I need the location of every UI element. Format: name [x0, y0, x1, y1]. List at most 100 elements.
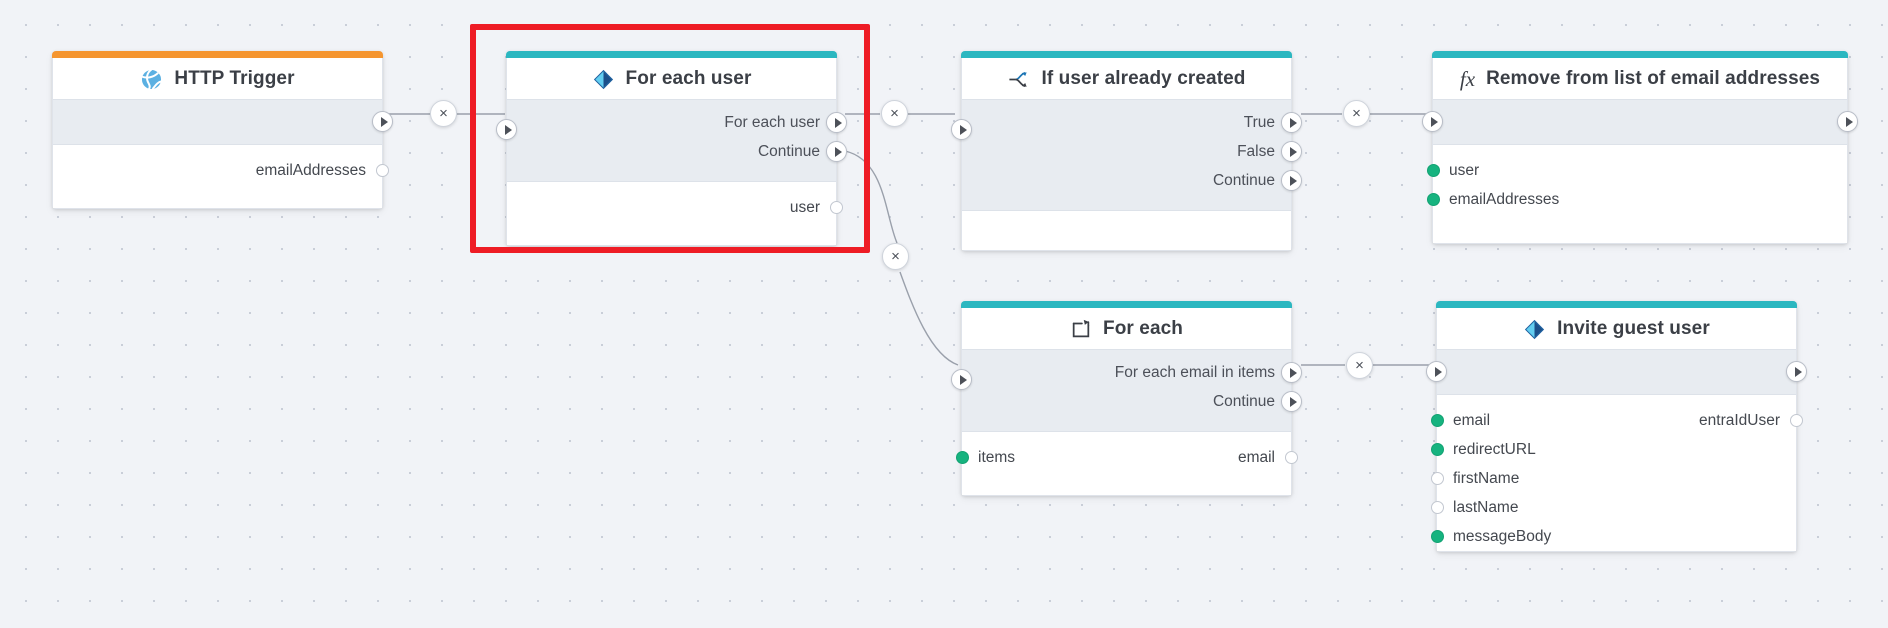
band-row[interactable]: True [962, 108, 1302, 137]
node-band-http-trigger [53, 99, 393, 145]
node-body-for-each: items email [955, 432, 1298, 495]
input-port-exec[interactable] [951, 369, 972, 390]
node-title: HTTP Trigger [174, 68, 295, 89]
body-row[interactable]: redirectURL [1430, 435, 1796, 464]
data-port-firstname[interactable] [1430, 472, 1444, 485]
node-band-remove-from-list [1422, 99, 1858, 145]
port-label: redirectURL [1453, 440, 1536, 458]
port-label: Continue [1212, 392, 1275, 410]
body-row[interactable]: email entraIdUser [1430, 406, 1803, 435]
port-label: items [978, 448, 1016, 466]
band-row[interactable]: Continue [507, 137, 847, 166]
node-body-for-each-user: user [507, 182, 843, 245]
band-row[interactable]: For each user [507, 108, 847, 137]
highlight-box-for-each-user [470, 24, 870, 253]
node-header-http-trigger: HTTP Trigger [53, 59, 382, 99]
data-port-items[interactable] [955, 451, 969, 464]
branch-icon [1007, 68, 1030, 91]
input-port-exec[interactable] [951, 119, 972, 140]
output-port-false[interactable] [1281, 141, 1302, 162]
data-port-user[interactable] [1426, 164, 1440, 177]
node-http-trigger[interactable]: HTTP Trigger emailAddresses [52, 51, 393, 209]
fx-icon: fx [1459, 66, 1476, 91]
node-accent-bar [1436, 301, 1797, 308]
band-row[interactable]: For each email in items [962, 358, 1302, 387]
node-body-remove-from-list: user emailAddresses [1426, 145, 1847, 243]
connector-delete-foreachuser-continue-to-foreach[interactable]: × [882, 243, 909, 270]
body-row[interactable]: user [507, 193, 843, 222]
port-label: user [1449, 161, 1480, 179]
data-port-email[interactable] [1284, 451, 1298, 464]
port-label: Continue [757, 142, 820, 160]
port-label: lastName [1453, 498, 1519, 516]
body-row[interactable]: lastName [1430, 493, 1796, 522]
port-label: firstName [1453, 469, 1520, 487]
body-row[interactable]: user [1426, 156, 1847, 185]
node-body-if-user-already-created [962, 211, 1291, 250]
output-port-for-each-email-in-items[interactable] [1281, 362, 1302, 383]
node-title: Remove from list of email addresses [1486, 68, 1821, 89]
diamond-icon [592, 68, 615, 91]
input-port-exec[interactable] [496, 119, 517, 140]
node-header-remove-from-list: fx Remove from list of email addresses [1433, 59, 1847, 99]
body-row[interactable]: emailAddresses [53, 156, 389, 185]
loop-icon [1070, 318, 1092, 340]
data-port-email[interactable] [1430, 414, 1444, 427]
node-header-for-each: For each [962, 309, 1291, 349]
connector-delete-foreach-to-invite[interactable]: × [1346, 352, 1373, 379]
connector-delete-http-to-foreachuser[interactable]: × [430, 100, 457, 127]
port-label: For each user [724, 113, 820, 131]
output-port-exec[interactable] [1786, 361, 1807, 382]
connector-delete-foreachuser-to-if[interactable]: × [881, 100, 908, 127]
node-header-if-user-already-created: If user already created [962, 59, 1291, 99]
data-port-redirecturl[interactable] [1430, 443, 1444, 456]
band-row[interactable]: Continue [962, 387, 1302, 416]
data-port-entraiduser[interactable] [1789, 414, 1803, 427]
input-port-exec[interactable] [1426, 361, 1447, 382]
port-label: True [1243, 113, 1275, 131]
data-port-user[interactable] [829, 201, 843, 214]
node-title: For each [1103, 318, 1183, 339]
node-band-if-user-already-created: True False Continue [951, 99, 1302, 211]
node-for-each[interactable]: For each For each email in items Continu… [951, 301, 1302, 496]
node-title: For each user [625, 68, 752, 89]
node-if-user-already-created[interactable]: If user already created True False Conti… [951, 51, 1302, 251]
data-port-lastname[interactable] [1430, 501, 1444, 514]
body-row[interactable]: items email [955, 443, 1298, 472]
node-band-for-each: For each email in items Continue [951, 349, 1302, 432]
node-title: If user already created [1041, 68, 1246, 89]
output-port-exec[interactable] [372, 111, 393, 132]
band-row[interactable]: False [962, 137, 1302, 166]
output-port-for-each-user[interactable] [826, 112, 847, 133]
body-row[interactable]: emailAddresses [1426, 185, 1847, 214]
input-port-exec[interactable] [1422, 111, 1443, 132]
port-label: For each email in items [1114, 363, 1275, 381]
node-invite-guest-user[interactable]: Invite guest user email entraIdUser redi… [1426, 301, 1807, 552]
output-port-continue[interactable] [826, 141, 847, 162]
body-row[interactable]: firstName [1430, 464, 1796, 493]
node-header-invite-guest-user: Invite guest user [1437, 309, 1796, 349]
node-accent-bar [961, 51, 1292, 58]
data-port-emailaddresses[interactable] [375, 164, 389, 177]
output-port-continue[interactable] [1281, 391, 1302, 412]
globe-icon [140, 68, 163, 91]
body-row[interactable]: messageBody [1430, 522, 1796, 551]
port-label: messageBody [1453, 527, 1552, 545]
connector-delete-if-true-to-remove[interactable]: × [1343, 100, 1370, 127]
node-header-for-each-user: For each user [507, 59, 836, 99]
output-port-continue[interactable] [1281, 170, 1302, 191]
output-port-true[interactable] [1281, 112, 1302, 133]
port-label: emailAddresses [1449, 190, 1560, 208]
node-remove-from-list[interactable]: fx Remove from list of email addresses u… [1422, 51, 1858, 244]
output-label: entraIdUser [1699, 411, 1780, 429]
port-label: email [1453, 411, 1491, 429]
data-port-emailaddresses[interactable] [1426, 193, 1440, 206]
output-port-exec[interactable] [1837, 111, 1858, 132]
band-row[interactable]: Continue [962, 166, 1302, 195]
node-body-http-trigger: emailAddresses [53, 145, 389, 208]
port-label: emailAddresses [255, 161, 366, 179]
port-label: user [789, 198, 820, 216]
node-for-each-user[interactable]: For each user For each user Continue use… [496, 51, 847, 246]
data-port-messagebody[interactable] [1430, 530, 1444, 543]
